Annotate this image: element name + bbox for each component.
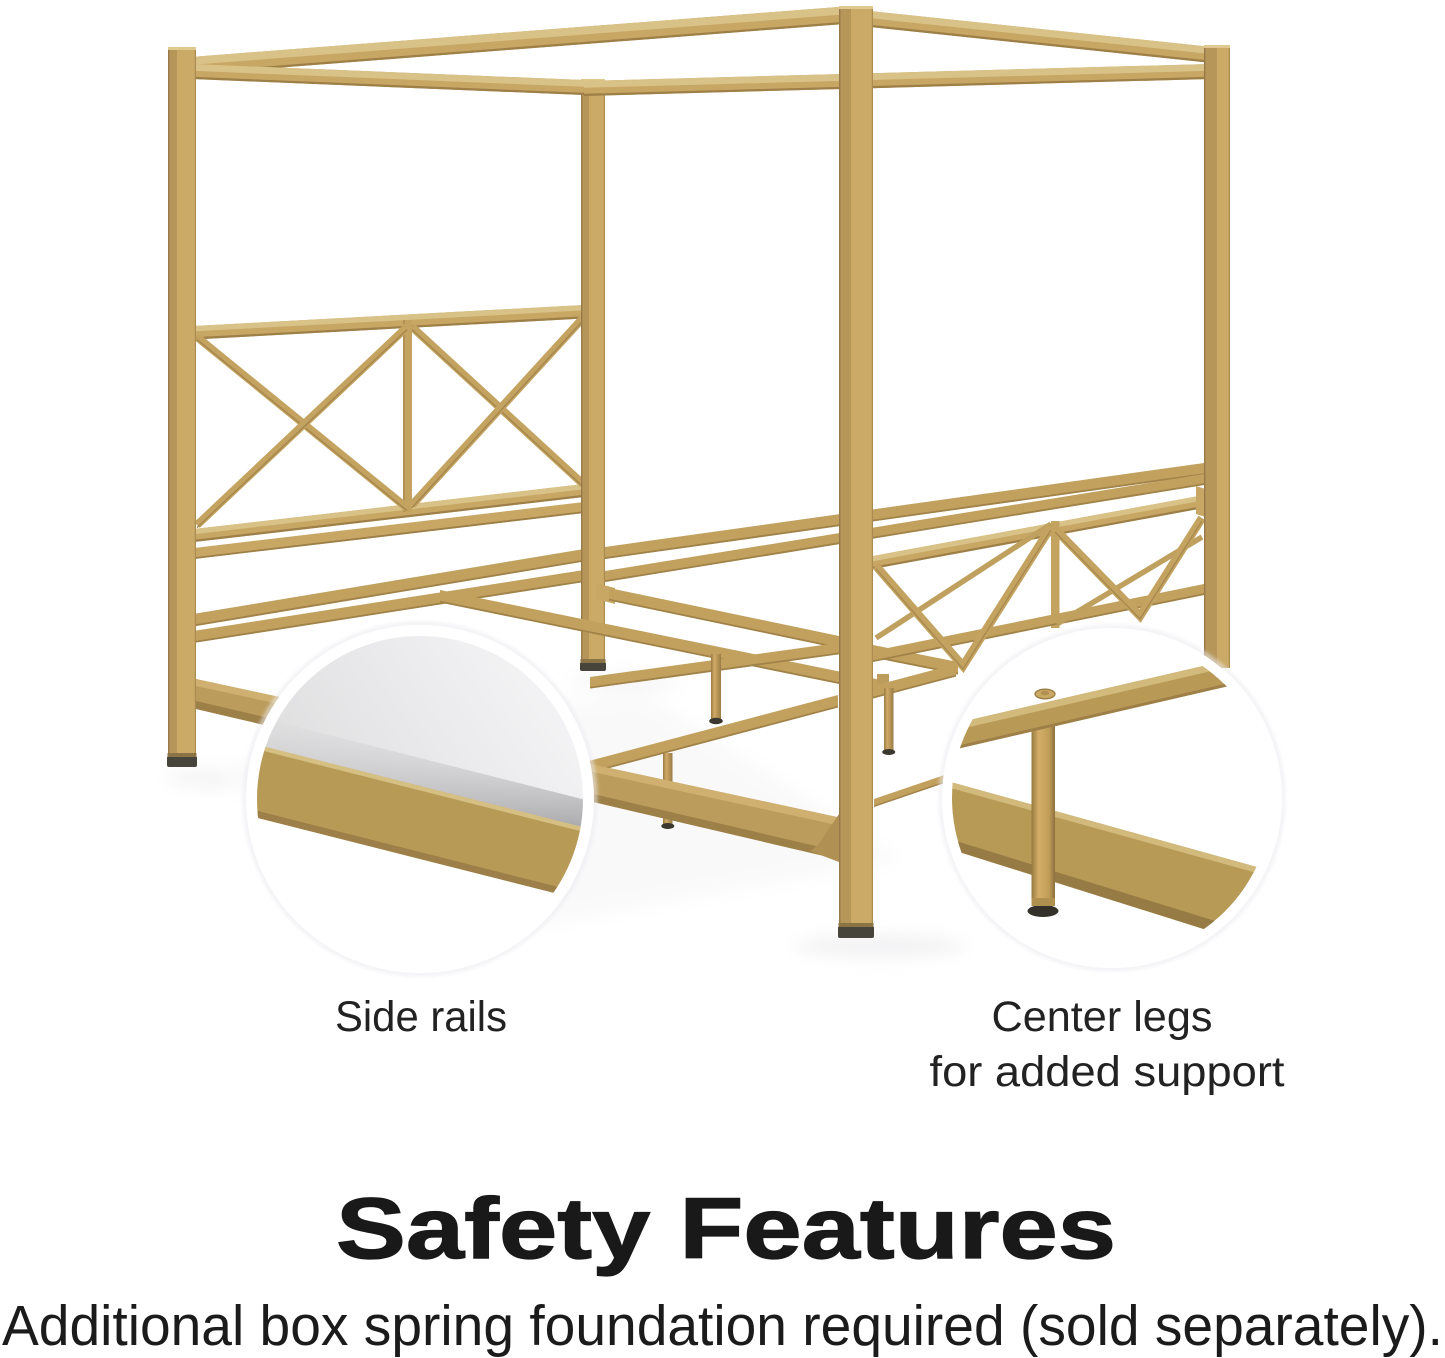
svg-text:Additional box spring foundati: Additional box spring foundation require…: [2, 1294, 1443, 1358]
svg-text:Center legs: Center legs: [992, 993, 1213, 1041]
svg-text:Side rails: Side rails: [335, 993, 507, 1041]
svg-text:Safety Features: Safety Features: [336, 1181, 1116, 1277]
svg-text:for added support: for added support: [930, 1048, 1285, 1096]
